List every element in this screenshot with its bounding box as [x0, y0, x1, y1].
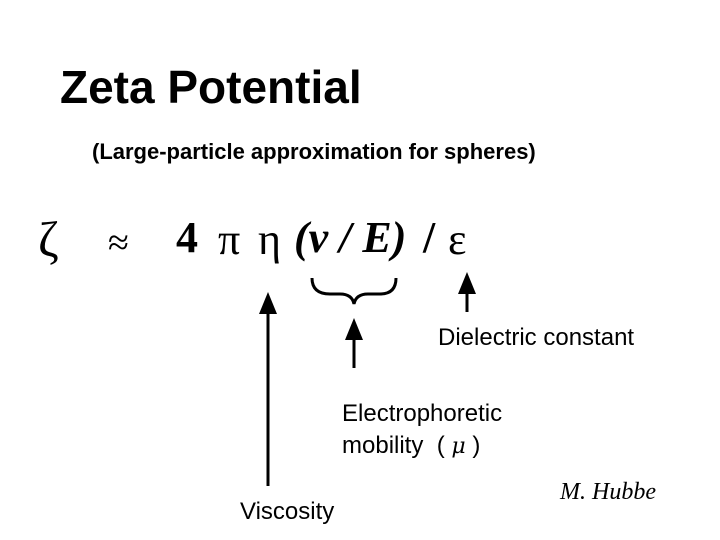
- velocity-over-field: (v / E): [294, 213, 407, 262]
- mu-symbol: μ: [451, 434, 466, 459]
- viscosity-label: Viscosity: [240, 498, 335, 525]
- pi-symbol: π: [218, 215, 241, 264]
- epsilon-symbol: ε: [448, 215, 467, 264]
- page-title: Zeta Potential: [60, 61, 362, 113]
- approx-symbol: ≈: [108, 222, 129, 264]
- mobility-suffix: ): [465, 432, 481, 459]
- mobility-arrow-icon: [345, 318, 363, 368]
- four-factor: 4: [176, 213, 198, 262]
- divide-symbol: /: [423, 213, 436, 262]
- eta-symbol: η: [258, 215, 282, 264]
- brace-icon: [310, 277, 398, 305]
- electrophoretic-line2: mobility ( μ ): [342, 430, 502, 463]
- subtitle: (Large-particle approximation for sphere…: [92, 139, 536, 164]
- zeta-symbol: ζ: [38, 211, 59, 267]
- electrophoretic-mobility-label: Electrophoretic mobility ( μ ): [342, 398, 502, 463]
- mobility-prefix: mobility (: [342, 432, 452, 459]
- viscosity-arrow-icon: [259, 292, 277, 486]
- author-credit: M. Hubbe: [560, 479, 656, 505]
- dielectric-constant-label: Dielectric constant: [438, 324, 635, 351]
- dielectric-arrow-icon: [458, 272, 476, 312]
- electrophoretic-line1: Electrophoretic: [342, 400, 503, 427]
